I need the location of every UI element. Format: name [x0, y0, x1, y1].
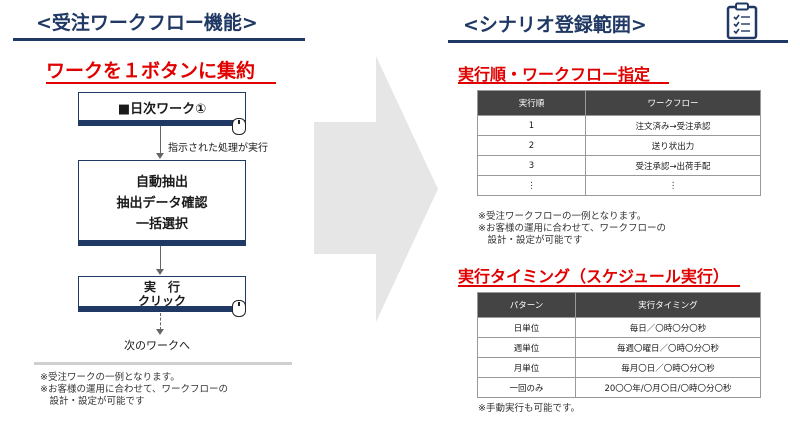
- table-row: 週単位 毎週〇曜日／〇時〇分〇秒: [477, 337, 761, 358]
- left-separator: [34, 362, 292, 365]
- execute-label-line: クリック: [137, 294, 186, 308]
- large-right-arrow: [314, 56, 438, 322]
- left-section-title: <受注ワークフロー機能>: [36, 12, 258, 34]
- table-cell: 毎月〇日／〇時〇分〇秒: [575, 357, 761, 378]
- flow-process-line: 一括選択: [135, 216, 188, 232]
- left-title-rule: [13, 38, 305, 41]
- flow-step-execute[interactable]: 実 行 クリック: [78, 276, 246, 312]
- table-cell: 注文済み→受注承認: [585, 115, 761, 136]
- workflow-subtitle: ワークを１ボタンに集約: [46, 60, 256, 82]
- table-cell: 1: [477, 115, 586, 136]
- execution-timing-table: パターン 実行タイミング 日単位 毎日／〇時〇分〇秒 週単位 毎週〇曜日／〇時〇…: [477, 292, 761, 398]
- flow-arrowhead: [156, 269, 164, 275]
- table-row: 日単位 毎日／〇時〇分〇秒: [477, 317, 761, 338]
- column-header: パターン: [477, 292, 576, 318]
- flow-step-process: 自動抽出 抽出データ確認 一括選択: [78, 160, 246, 246]
- table-row: ⋮ ⋮: [477, 175, 761, 196]
- table-cell: 送り状出力: [585, 135, 761, 156]
- note-line: ※受注ワークフローの一例となります。: [478, 211, 647, 222]
- right-section-title: <シナリオ登録範囲>: [463, 14, 647, 36]
- workflow-subtitle-underline: [46, 82, 276, 84]
- flow-connector: [160, 126, 161, 154]
- table-row: 月単位 毎月〇日／〇時〇分〇秒: [477, 357, 761, 378]
- table-cell: 毎週〇曜日／〇時〇分〇秒: [575, 337, 761, 358]
- note-line: 設計・設定が可能です: [478, 235, 583, 246]
- flow-arrowhead: [156, 153, 164, 159]
- table-cell: 受注承認→出荷手配: [585, 155, 761, 176]
- next-work-label: 次のワークへ: [124, 339, 190, 352]
- table-cell: 一回のみ: [477, 377, 576, 398]
- column-header: 実行順: [477, 90, 586, 116]
- flow-dashed-connector: [160, 313, 161, 330]
- table-row: 3 受注承認→出荷手配: [477, 155, 761, 176]
- mouse-click-icon: [232, 300, 246, 317]
- execution-order-underline: [458, 82, 669, 84]
- column-header: 実行タイミング: [575, 292, 761, 318]
- mouse-click-icon: [232, 118, 246, 135]
- table-cell: 3: [477, 155, 586, 176]
- table-cell: 毎日／〇時〇分〇秒: [575, 317, 761, 338]
- note-line: ※お客様の運用に合わせて、ワークフローの: [40, 384, 228, 395]
- flow-step-note: 指示された処理が実行: [168, 143, 268, 154]
- note-line: ※受注ワークの一例となります。: [40, 372, 180, 383]
- flow-step-daily-work-label: ■日次ワーク①: [117, 101, 207, 117]
- table-row: 1 注文済み→受注承認: [477, 115, 761, 136]
- execution-order-title: 実行順・ワークフロー指定: [458, 65, 651, 84]
- table-row: 2 送り状出力: [477, 135, 761, 156]
- flow-connector: [160, 246, 161, 270]
- table-cell: 月単位: [477, 357, 576, 378]
- note-line: 設計・設定が可能です: [40, 396, 145, 407]
- flow-arrowhead: [156, 329, 164, 335]
- left-notes: ※受注ワークの一例となります。 ※お客様の運用に合わせて、ワークフローの 設計・…: [40, 372, 228, 408]
- table-cell: ⋮: [585, 175, 761, 196]
- manual-run-note: ※手動実行も可能です。: [478, 403, 581, 414]
- clipboard-check-icon: [726, 2, 758, 40]
- execution-order-notes: ※受注ワークフローの一例となります。 ※お客様の運用に合わせて、ワークフローの …: [478, 211, 666, 247]
- table-cell: 週単位: [477, 337, 576, 358]
- table-row: 一回のみ 20〇〇年/〇月〇日/〇時〇分〇秒: [477, 377, 761, 398]
- flow-process-line: 自動抽出: [135, 174, 188, 190]
- table-cell: 20〇〇年/〇月〇日/〇時〇分〇秒: [575, 377, 761, 398]
- table-cell: ⋮: [477, 175, 586, 196]
- column-header: ワークフロー: [585, 90, 761, 116]
- execute-label-line: 実 行: [143, 280, 180, 294]
- note-line: ※お客様の運用に合わせて、ワークフローの: [478, 223, 666, 234]
- right-title-rule: [448, 40, 788, 43]
- flow-step-daily-work[interactable]: ■日次ワーク①: [78, 92, 246, 126]
- table-cell: 日単位: [477, 317, 576, 338]
- execution-timing-title: 実行タイミング（スケジュール実行）: [458, 267, 729, 286]
- execution-timing-underline: [458, 285, 740, 287]
- execution-order-table: 実行順 ワークフロー 1 注文済み→受注承認 2 送り状出力 3 受注承認→出荷…: [477, 90, 761, 196]
- table-cell: 2: [477, 135, 586, 156]
- flow-process-line: 抽出データ確認: [116, 195, 208, 211]
